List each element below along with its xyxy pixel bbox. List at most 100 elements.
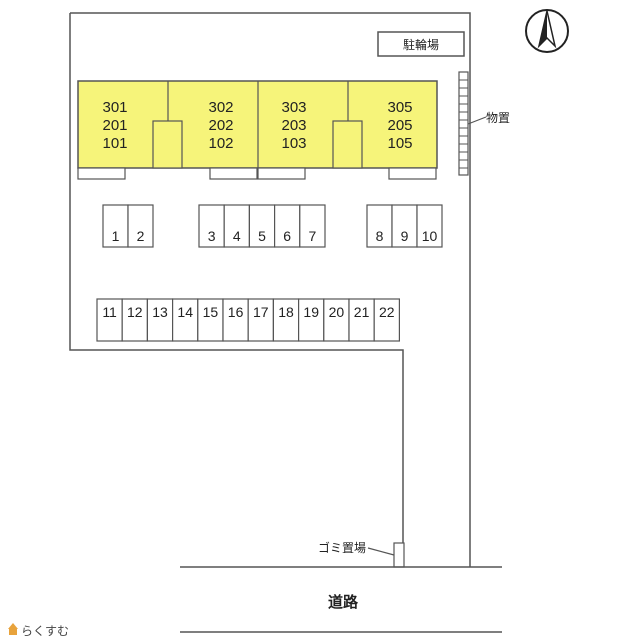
parking-space: 10 <box>416 204 443 248</box>
porch <box>209 167 258 180</box>
parking-space-number: 19 <box>303 304 319 320</box>
parking-space-outline <box>366 204 393 248</box>
unit-label: 302 <box>208 99 233 116</box>
porch <box>77 167 126 180</box>
unit-label: 305 <box>387 99 412 116</box>
parking-space-outline <box>348 298 375 342</box>
parking-space-number: 22 <box>379 304 395 320</box>
parking-space-outline <box>247 298 274 342</box>
parking-space-outline <box>391 204 418 248</box>
bicycle-parking-label: 駐輪場 <box>403 37 439 52</box>
parking-space-outline <box>298 298 325 342</box>
parking-space-number: 1 <box>112 228 120 244</box>
parking-space: 13 <box>146 298 174 342</box>
parking-space: 11 <box>96 298 123 342</box>
house-icon <box>8 623 18 635</box>
stairwell <box>152 120 183 169</box>
parking-space-outline <box>121 298 148 342</box>
parking-space: 5 <box>248 204 276 248</box>
unit-label: 205 <box>387 117 412 134</box>
parking-space-number: 11 <box>102 304 117 320</box>
road: 道路 <box>180 566 502 633</box>
unit-label: 101 <box>102 135 127 152</box>
parking-space-number: 9 <box>401 228 409 244</box>
brand-watermark: らくすむ <box>8 623 69 638</box>
parking-space-number: 13 <box>152 304 168 320</box>
parking-space-number: 7 <box>309 228 317 244</box>
porch <box>388 167 437 180</box>
parking-space-outline <box>223 204 250 248</box>
brand-name: らくすむ <box>21 624 69 638</box>
parking-space: 18 <box>272 298 300 342</box>
parking-space-number: 10 <box>422 228 438 244</box>
parking-space-number: 18 <box>278 304 294 320</box>
parking-space: 3 <box>198 204 225 248</box>
parking-space: 7 <box>299 204 326 248</box>
garbage-area: ゴミ置場 <box>318 540 405 568</box>
parking-space-number: 20 <box>329 304 345 320</box>
unit-stack: 302 202 102 <box>208 99 233 152</box>
parking-space-outline <box>96 298 123 342</box>
parking-space-number: 4 <box>233 228 241 244</box>
apartment-building: 301 201 101 302 202 102 303 203 103 305 … <box>77 80 438 180</box>
parking-space-outline <box>197 298 224 342</box>
property-boundary <box>69 12 471 567</box>
parking-space-number: 16 <box>228 304 244 320</box>
unit-stack: 301 201 101 <box>102 99 127 152</box>
parking-space: 9 <box>391 204 418 248</box>
parking-space: 16 <box>222 298 249 342</box>
parking-space-outline <box>323 298 350 342</box>
parking-space: 12 <box>121 298 148 342</box>
parking-space-outline <box>172 298 199 342</box>
parking-space: 8 <box>366 204 393 248</box>
unit-label: 203 <box>281 117 306 134</box>
parking-space-outline <box>146 298 174 342</box>
parking-space-number: 6 <box>283 228 291 244</box>
unit-label: 301 <box>102 99 127 116</box>
storage-shed-slats <box>459 79 468 169</box>
road-label: 道路 <box>328 593 359 611</box>
parking-space: 17 <box>247 298 274 342</box>
parking-space-number: 8 <box>376 228 384 244</box>
parking-space: 21 <box>348 298 375 342</box>
parking-space-outline <box>248 204 276 248</box>
unit-label: 303 <box>281 99 306 116</box>
parking-space: 14 <box>172 298 199 342</box>
unit-label: 201 <box>102 117 127 134</box>
north-arrow-icon <box>525 9 569 53</box>
unit-label: 202 <box>208 117 233 134</box>
parking-space: 6 <box>274 204 301 248</box>
parking-space: 19 <box>298 298 325 342</box>
parking-space-outline <box>416 204 443 248</box>
storage-shed: 物置 <box>458 71 510 176</box>
unit-stack: 305 205 105 <box>387 99 412 152</box>
porch <box>257 167 306 180</box>
parking-space: 22 <box>373 298 401 342</box>
parking-space: 15 <box>197 298 224 342</box>
parking-space-number: 3 <box>208 228 216 244</box>
unit-label: 103 <box>281 135 306 152</box>
parking-space-outline <box>127 204 154 248</box>
bicycle-parking: 駐輪場 <box>377 31 465 57</box>
unit-label: 105 <box>387 135 412 152</box>
parking-space-number: 14 <box>177 304 193 320</box>
parking-space-number: 21 <box>354 304 370 320</box>
parking-space: 1 <box>102 204 129 248</box>
parking-space-number: 5 <box>258 228 266 244</box>
parking-space-outline <box>299 204 326 248</box>
parking-space-number: 15 <box>203 304 219 320</box>
parking-space-outline <box>102 204 129 248</box>
parking-space: 2 <box>127 204 154 248</box>
unit-label: 102 <box>208 135 233 152</box>
parking-space: 20 <box>323 298 350 342</box>
parking-space-number: 17 <box>253 304 269 320</box>
garbage-label: ゴミ置場 <box>318 540 366 555</box>
unit-stack: 303 203 103 <box>281 99 306 152</box>
parking-space: 4 <box>223 204 250 248</box>
stairwell <box>332 120 363 169</box>
parking-space-outline <box>373 298 401 342</box>
parking-space-outline <box>274 204 301 248</box>
parking-space-number: 2 <box>137 228 145 244</box>
